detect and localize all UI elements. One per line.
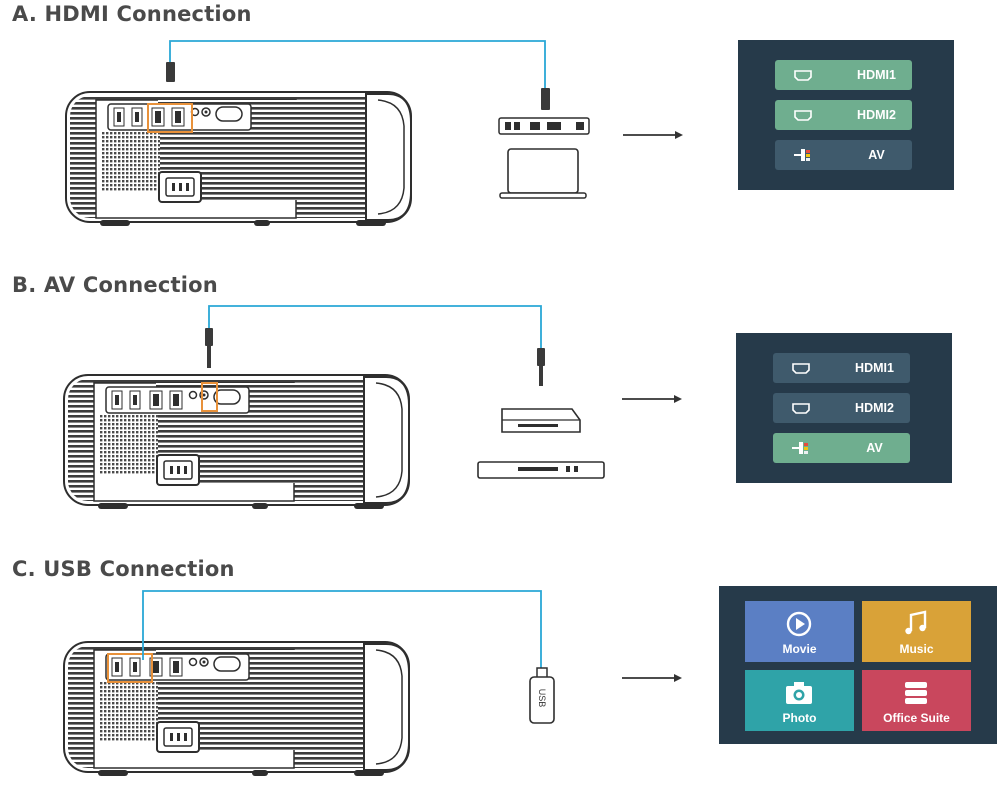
tile-label: Office Suite bbox=[883, 711, 950, 725]
tile-label: Music bbox=[899, 642, 934, 656]
tile-label: Movie bbox=[782, 642, 817, 656]
tile-movie[interactable]: Movie bbox=[745, 601, 854, 662]
projector-a bbox=[65, 91, 412, 227]
av-icon bbox=[794, 149, 810, 161]
source-av-button[interactable]: AV bbox=[775, 140, 912, 170]
hdmi-plug-icon bbox=[166, 62, 175, 82]
hdmi-icon bbox=[792, 403, 810, 414]
tile-label: Photo bbox=[782, 711, 817, 725]
source-label: HDMI1 bbox=[855, 361, 894, 375]
database-icon bbox=[905, 682, 927, 704]
source-menu-panel-a: HDMI1 HDMI2 AV bbox=[738, 40, 954, 190]
highlight-usb-ports bbox=[107, 653, 153, 683]
source-hdmi1-button[interactable]: HDMI1 bbox=[773, 353, 910, 383]
source-label: HDMI1 bbox=[857, 68, 896, 82]
section-title-av: B. AV Connection bbox=[12, 273, 218, 297]
usb-cable bbox=[142, 590, 542, 670]
tile-music[interactable]: Music bbox=[862, 601, 971, 662]
media-box bbox=[498, 117, 590, 135]
source-hdmi2-button[interactable]: HDMI2 bbox=[775, 100, 912, 130]
section-title-hdmi: A. HDMI Connection bbox=[12, 2, 252, 26]
media-menu-panel-c: Movie Music Photo Office Suite bbox=[719, 586, 997, 744]
hdmi-icon bbox=[794, 110, 812, 121]
usb-stick-label: USB bbox=[537, 688, 547, 708]
source-hdmi1-button[interactable]: HDMI1 bbox=[775, 60, 912, 90]
av-icon bbox=[792, 442, 808, 454]
laptop bbox=[507, 148, 579, 194]
projector-b bbox=[63, 374, 410, 510]
source-av-button[interactable]: AV bbox=[773, 433, 910, 463]
hdmi-icon bbox=[792, 363, 810, 374]
av-cable bbox=[208, 305, 542, 350]
hdmi-cable bbox=[169, 40, 546, 90]
av-plug-icon bbox=[205, 328, 213, 346]
tile-photo[interactable]: Photo bbox=[745, 670, 854, 731]
source-label: HDMI2 bbox=[855, 401, 894, 415]
arrow-right bbox=[621, 394, 683, 404]
play-icon bbox=[786, 611, 812, 637]
projector-c bbox=[63, 641, 410, 777]
music-icon bbox=[905, 610, 927, 635]
hdmi-plug-icon bbox=[541, 88, 550, 110]
source-menu-panel-b: HDMI1 HDMI2 AV bbox=[736, 333, 952, 483]
source-hdmi2-button[interactable]: HDMI2 bbox=[773, 393, 910, 423]
av-plug-icon bbox=[537, 348, 545, 366]
hdmi-icon bbox=[794, 70, 812, 81]
camera-icon bbox=[786, 682, 812, 704]
arrow-right bbox=[622, 130, 684, 140]
source-label: AV bbox=[868, 148, 885, 162]
tile-office-suite[interactable]: Office Suite bbox=[862, 670, 971, 731]
highlight-hdmi-ports bbox=[147, 103, 193, 133]
section-title-usb: C. USB Connection bbox=[12, 557, 235, 581]
highlight-av-port bbox=[201, 382, 218, 412]
arrow-right bbox=[621, 673, 683, 683]
source-label: AV bbox=[866, 441, 883, 455]
source-label: HDMI2 bbox=[857, 108, 896, 122]
